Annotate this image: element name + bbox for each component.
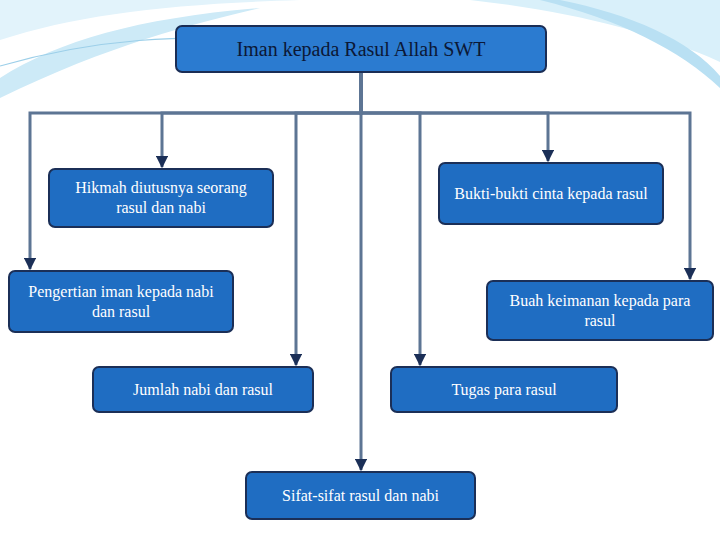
topic-label: Bukti-bukti cinta kepada rasul <box>454 184 647 204</box>
connector-arrow <box>361 73 548 161</box>
topic-box: Pengertian iman kepada nabi dan rasul <box>8 270 234 333</box>
topic-label: Hikmah diutusnya seorang rasul dan nabi <box>58 178 264 218</box>
topic-box: Buah keimanan kepada para rasul <box>486 280 714 341</box>
corner-swoosh <box>540 0 720 88</box>
connector-arrow <box>361 73 690 279</box>
topic-label: Buah keimanan kepada para rasul <box>496 291 704 331</box>
connector-arrow <box>296 73 361 365</box>
root-box: Iman kepada Rasul Allah SWT <box>175 25 547 73</box>
connector-arrow <box>162 73 361 167</box>
connector-arrow <box>30 73 361 269</box>
diagram-heading: Iman kepada Rasul Allah SWT <box>237 37 486 62</box>
topic-box: Jumlah nabi dan rasul <box>92 366 314 413</box>
topic-box: Tugas para rasul <box>390 366 618 413</box>
topic-box: Bukti-bukti cinta kepada rasul <box>438 162 664 225</box>
topic-label: Sifat-sifat rasul dan nabi <box>282 486 439 506</box>
topic-label: Pengertian iman kepada nabi dan rasul <box>18 282 224 322</box>
connector-arrow <box>361 73 420 365</box>
topic-box: Sifat-sifat rasul dan nabi <box>245 471 476 520</box>
topic-label: Tugas para rasul <box>451 380 556 400</box>
connector-arrow <box>360 73 363 470</box>
topic-box: Hikmah diutusnya seorang rasul dan nabi <box>48 168 274 228</box>
topic-label: Jumlah nabi dan rasul <box>133 380 273 400</box>
